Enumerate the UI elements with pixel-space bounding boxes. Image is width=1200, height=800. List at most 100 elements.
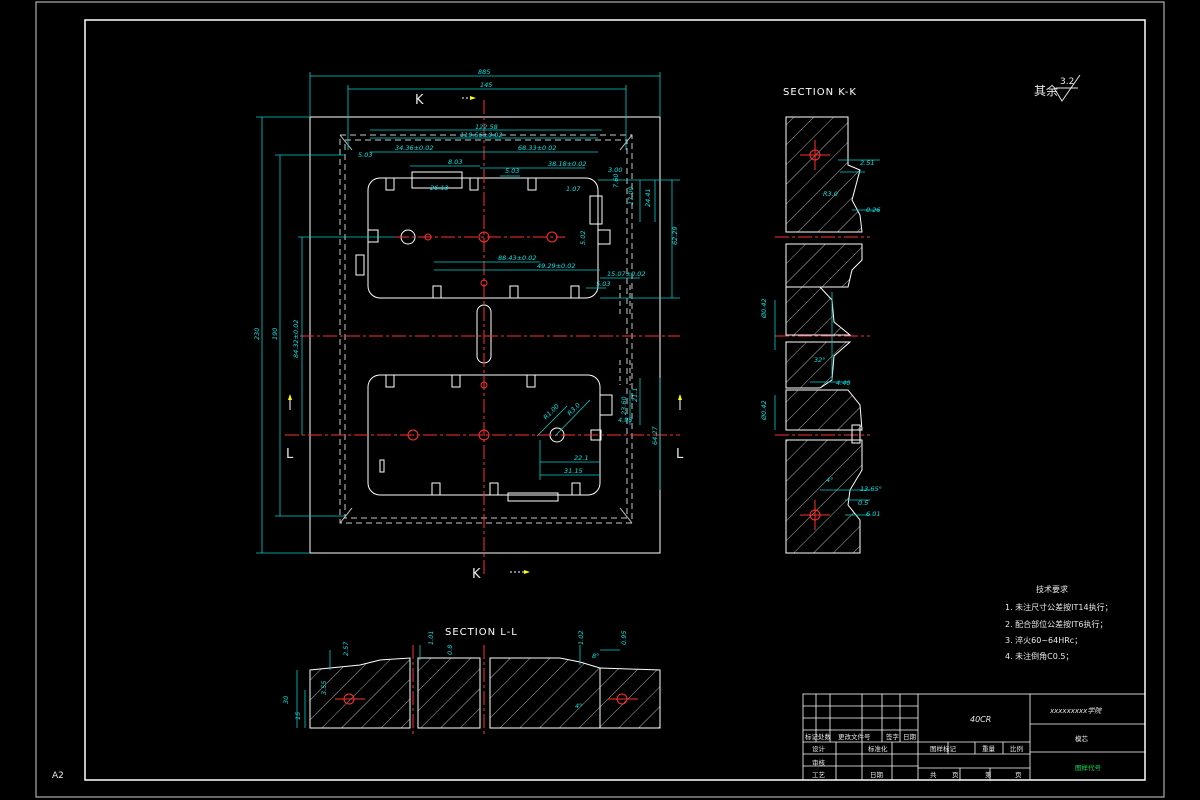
dim-text: 4°	[826, 476, 833, 484]
roughness-label: 其余	[1034, 83, 1058, 98]
section-ll-title: SECTION L-L	[445, 627, 518, 638]
tech-requirements-title: 技术要求	[1036, 584, 1068, 594]
tech-requirement-item: 1. 未注尺寸公差按IT14执行；	[1005, 602, 1113, 612]
sheet-label: 页	[952, 771, 959, 779]
pocket-outline-dashed	[339, 134, 633, 524]
tech-requirement-item: 3. 淬火60~64HRc；	[1005, 635, 1082, 645]
dim-text: 0.26	[866, 206, 880, 214]
dim-text: 2.51	[860, 159, 874, 167]
title-row-label: 签字	[886, 732, 900, 741]
sheet-label: 第	[985, 770, 992, 779]
dim-text: 190	[271, 328, 279, 340]
dim-text: 119.56±0.02	[460, 131, 503, 139]
title-mid-label: 重量	[982, 745, 996, 753]
section-kk-view	[774, 116, 880, 554]
dim-text: 23.60	[620, 396, 628, 415]
sheet-label: 页	[1015, 771, 1022, 779]
dim-text: 17.00	[627, 186, 635, 205]
dim-text: 4°	[575, 702, 582, 710]
dim-text: 6.01	[866, 510, 880, 518]
title-row-label: 日期	[870, 771, 884, 779]
sheet-outer-border	[35, 1, 1165, 798]
dim-text: Ø0.42	[760, 298, 768, 319]
dim-text: 145	[480, 81, 492, 89]
title-block-text: 40CR xxxxxxxxx学院 模芯 图样代号 标记 处数 更改文件号 签字 …	[805, 707, 1102, 779]
section-ll-dims: 2.57 1.01 0.8 1.02 0.95 8° 30 15 3.55 4°	[282, 631, 628, 720]
title-mid-label: 图样标记	[930, 744, 957, 753]
dim-text: 885	[478, 68, 490, 76]
dim-text: 1.02	[577, 631, 585, 645]
title-row-label: 工艺	[812, 771, 826, 779]
sheet-inner-frame	[84, 19, 1146, 781]
drawing-number: 图样代号	[1075, 763, 1102, 772]
dim-text: 26.13	[430, 184, 449, 192]
dim-text: 32°	[814, 356, 826, 364]
dim-text: 15	[294, 712, 302, 720]
dim-text: 2.57	[342, 641, 350, 656]
dim-text: 8°	[592, 652, 599, 660]
paper-size-label: A2	[52, 771, 64, 781]
dim-text: 1.01	[427, 631, 435, 645]
mold-plate-outline	[309, 116, 661, 554]
dim-text: 122.58	[475, 123, 498, 131]
dim-text: 8.03	[448, 158, 462, 166]
dim-text: 3.55	[320, 681, 328, 695]
section-kk-title: SECTION K-K	[783, 87, 857, 98]
dim-text: 15.07±0.02	[607, 270, 646, 278]
title-row-label: 标记	[805, 732, 819, 741]
section-marks: K K L L	[286, 93, 684, 582]
title-row-label: 处数	[818, 732, 832, 741]
dim-text: 88.43±0.02	[498, 254, 537, 262]
section-mark: L	[676, 447, 684, 462]
section-mark: K	[415, 93, 424, 108]
sheet-label: 共	[930, 770, 937, 779]
dim-text: 13.65°	[860, 485, 882, 493]
dim-text: 49.29±0.02	[537, 262, 576, 270]
dim-text: 62.29	[671, 226, 679, 245]
dim-text: 7.60	[612, 174, 620, 188]
plan-view	[256, 72, 682, 575]
section-ll-view	[296, 645, 661, 735]
dim-text: 34.36±0.02	[395, 144, 434, 152]
dim-text: R1.00	[542, 402, 561, 421]
dim-text: 5.03	[505, 167, 519, 175]
dim-text: R3.0	[823, 190, 838, 198]
dim-text: R3.0	[566, 401, 582, 417]
dim-text: 1.07	[566, 185, 581, 193]
dim-text: 3.00	[608, 166, 622, 174]
dim-text: 4.95	[618, 416, 632, 424]
dim-text: 0.95	[620, 631, 628, 645]
roughness-value: 3.2	[1060, 77, 1074, 87]
section-kk-dims: 2.51 R3.0 0.26 Ø0.42 32° 4.40 Ø0.42 4° 1…	[760, 159, 882, 518]
dim-text: 230	[253, 328, 261, 340]
dim-text: 64.27	[651, 426, 659, 445]
dim-text: 84.32±0.02	[292, 319, 300, 358]
dim-text: 5.03	[596, 280, 610, 288]
tech-requirement-item: 2. 配合部位公差按IT6执行；	[1005, 619, 1108, 629]
dim-text: 5.02	[579, 231, 587, 245]
tech-requirement-item: 4. 未注倒角C0.5；	[1005, 651, 1073, 661]
dim-text: 21.1	[631, 388, 639, 402]
dim-text: 5.03	[358, 151, 372, 159]
title-row-label: 日期	[903, 733, 917, 741]
plan-dimension-texts: 885 145 122.58 119.56±0.02 34.36±0.02 68…	[253, 68, 679, 475]
dim-text: Ø0.42	[760, 400, 768, 421]
title-block	[802, 693, 1146, 781]
dim-text: 24.41	[644, 188, 652, 207]
dim-text: 22.1	[574, 454, 588, 462]
roughness-symbol: 其余 3.2	[1034, 74, 1081, 102]
dim-text: 38.18±0.02	[548, 160, 587, 168]
material-label: 40CR	[970, 715, 991, 724]
company-name: xxxxxxxxx学院	[1049, 707, 1102, 715]
dim-text: 0.8	[446, 645, 454, 655]
title-row-label: 审核	[812, 758, 826, 767]
title-row-label: 更改文件号	[838, 732, 871, 741]
dim-text: 4.40	[836, 379, 850, 387]
part-name: 模芯	[1075, 734, 1089, 743]
dim-text: 31.15	[564, 467, 583, 475]
dim-text: 68.33±0.02	[518, 144, 557, 152]
title-row-label: 标准化	[868, 744, 888, 753]
tech-requirements: 技术要求 1. 未注尺寸公差按IT14执行； 2. 配合部位公差按IT6执行； …	[1005, 584, 1113, 661]
dim-text: 30	[282, 696, 290, 704]
